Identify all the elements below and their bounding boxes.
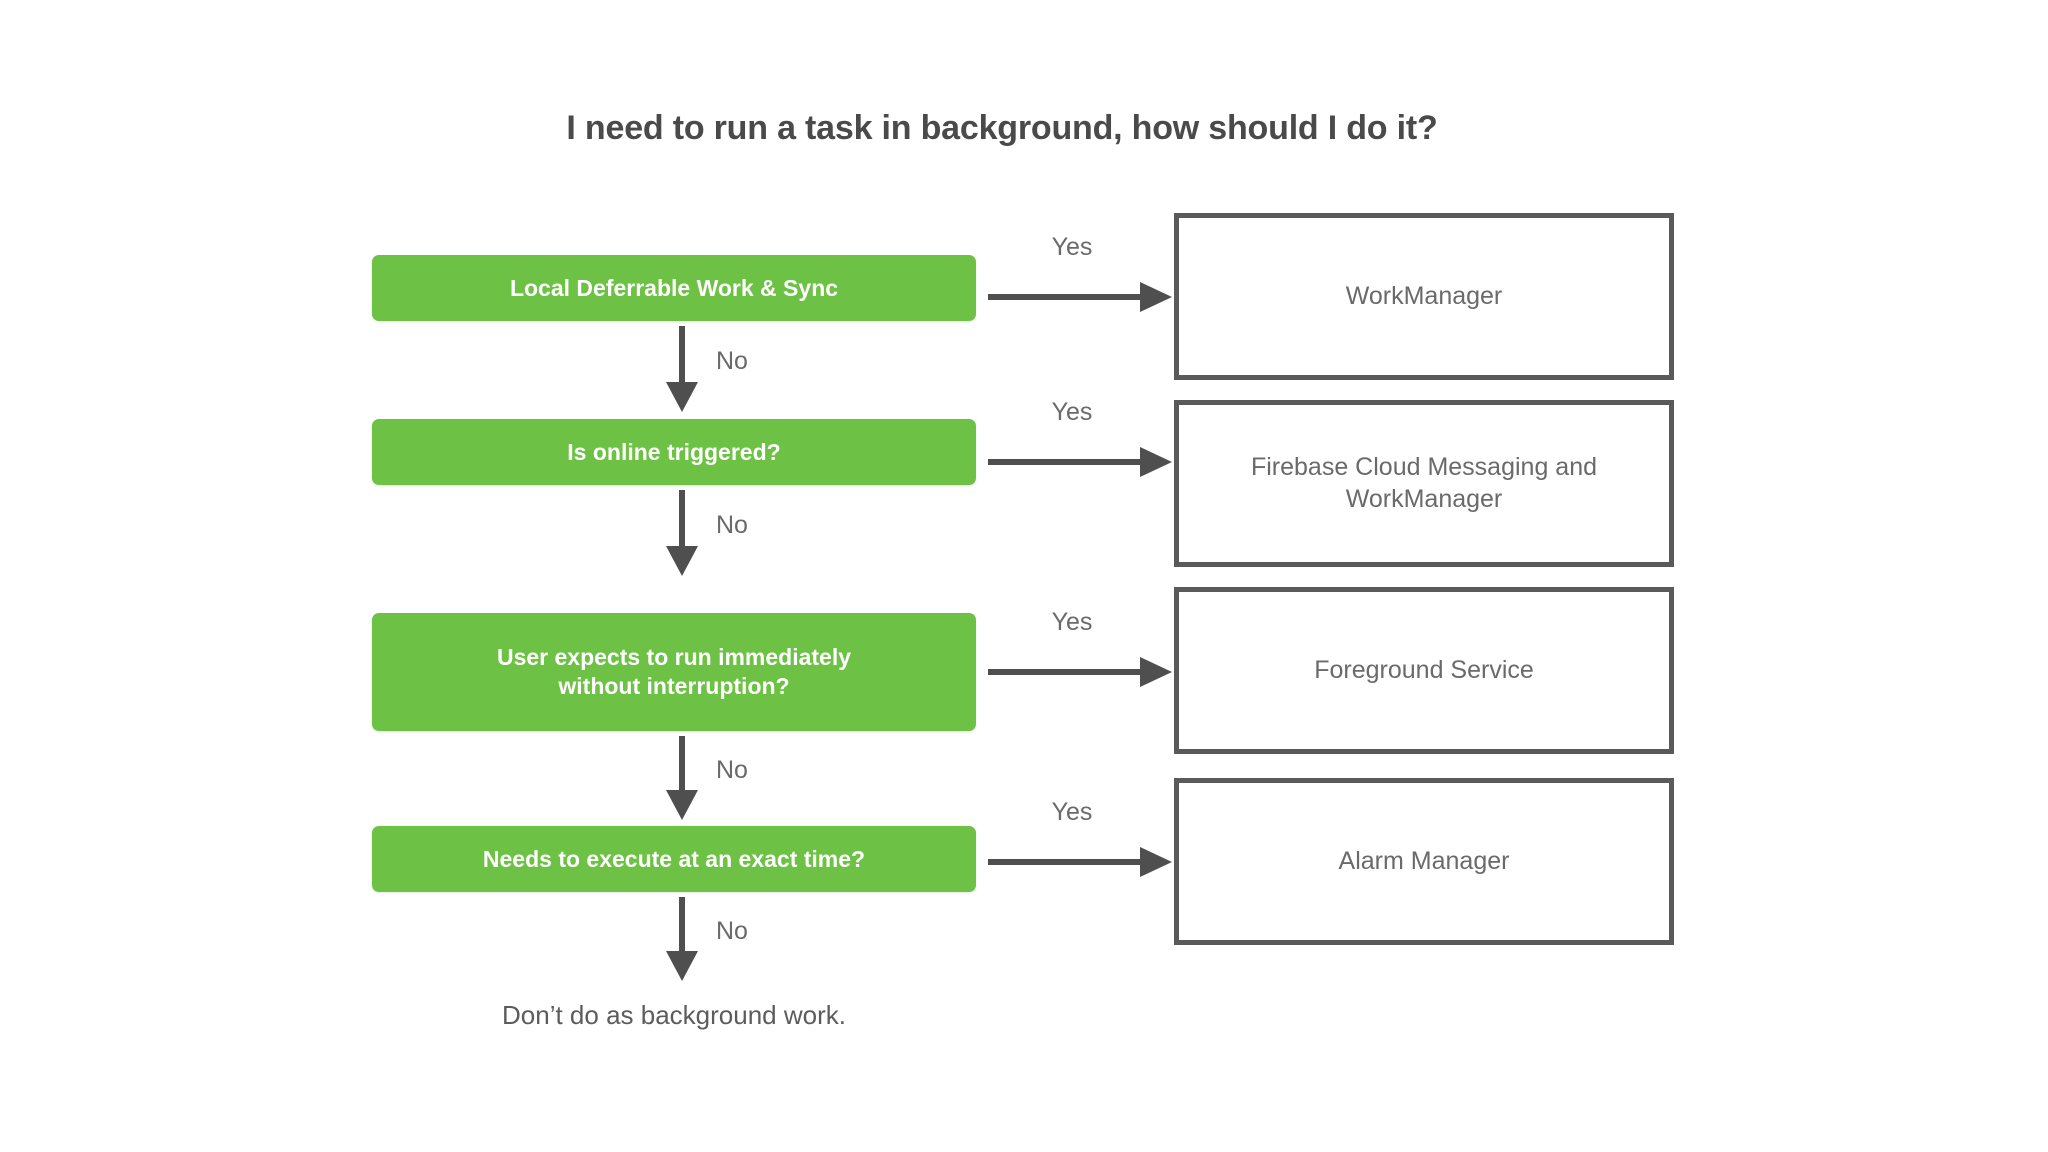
no-connector-4: No [660,897,790,987]
no-label: No [716,511,748,539]
decision-box-exact-time[interactable]: Needs to execute at an exact time? [372,826,976,892]
arrow-shaft-right-icon [988,669,1146,675]
decision-label-line1: User expects to run immediately [496,644,852,671]
outcome-label-line1: Alarm Manager [1338,846,1510,875]
decision-label-line1: Local Deferrable Work & Sync [509,274,839,301]
outcome-label-line1: Firebase Cloud Messaging and [1250,453,1598,482]
arrow-head-right-icon [1140,447,1172,477]
decision-label-line1: Is online triggered? [567,438,781,465]
no-label: No [716,756,748,784]
arrow-shaft-right-icon [988,859,1146,865]
decision-box-user-expects-immediate[interactable]: User expects to run immediately without … [372,613,976,731]
outcome-box-workmanager[interactable]: WorkManager [1174,213,1674,380]
outcome-label: Firebase Cloud Messaging and WorkManager [1251,452,1597,515]
outcome-box-alarm-manager[interactable]: Alarm Manager [1174,778,1674,945]
arrow-shaft-right-icon [988,294,1146,300]
outcome-box-firebase-cloud-messaging[interactable]: Firebase Cloud Messaging and WorkManager [1174,400,1674,567]
arrow-head-down-icon [666,546,698,576]
yes-connector-4: Yes [988,800,1174,879]
outcome-label-line1: Foreground Service [1314,655,1534,684]
no-label: No [716,917,748,945]
no-connector-2: No [660,490,790,610]
arrow-head-right-icon [1140,282,1172,312]
terminal-note: Don’t do as background work. [502,1000,846,1030]
yes-connector-3: Yes [988,610,1174,689]
no-connector-3: No [660,736,790,826]
yes-connector-2: Yes [988,400,1174,479]
decision-label: Is online triggered? [567,438,780,467]
outcome-box-foreground-service[interactable]: Foreground Service [1174,587,1674,754]
yes-label: Yes [1051,608,1093,636]
decision-label: Needs to execute at an exact time? [483,845,865,874]
decision-box-is-online-triggered[interactable]: Is online triggered? [372,419,976,485]
no-label: No [716,347,748,375]
arrow-shaft-down-icon [679,897,685,955]
page-title-text: I need to run a task in background, how … [566,109,1438,147]
no-connector-1: No [660,326,790,416]
yes-label: Yes [1051,398,1093,426]
decision-label: Local Deferrable Work & Sync [510,274,838,303]
arrow-shaft-down-icon [679,326,685,386]
arrow-head-down-icon [666,790,698,820]
arrow-head-right-icon [1140,657,1172,687]
outcome-label: WorkManager [1346,281,1503,312]
decision-box-local-deferrable-work[interactable]: Local Deferrable Work & Sync [372,255,976,321]
arrow-head-down-icon [666,951,698,981]
decision-label: User expects to run immediately without … [497,643,851,701]
outcome-label: Alarm Manager [1339,846,1510,877]
outcome-label-line2: WorkManager [1345,484,1503,513]
outcome-label-line1: WorkManager [1345,281,1503,310]
arrow-shaft-right-icon [988,459,1146,465]
decision-label-line1: Needs to execute at an exact time? [482,845,866,872]
page-title: I need to run a task in background, how … [0,108,2048,149]
outcome-label: Foreground Service [1314,655,1534,686]
arrow-head-right-icon [1140,847,1172,877]
arrow-shaft-down-icon [679,490,685,550]
yes-label: Yes [1051,798,1093,826]
decision-label-line2: without interruption? [558,673,790,699]
arrow-shaft-down-icon [679,736,685,794]
arrow-head-down-icon [666,382,698,412]
yes-label: Yes [1051,233,1093,261]
yes-connector-1: Yes [988,235,1174,314]
